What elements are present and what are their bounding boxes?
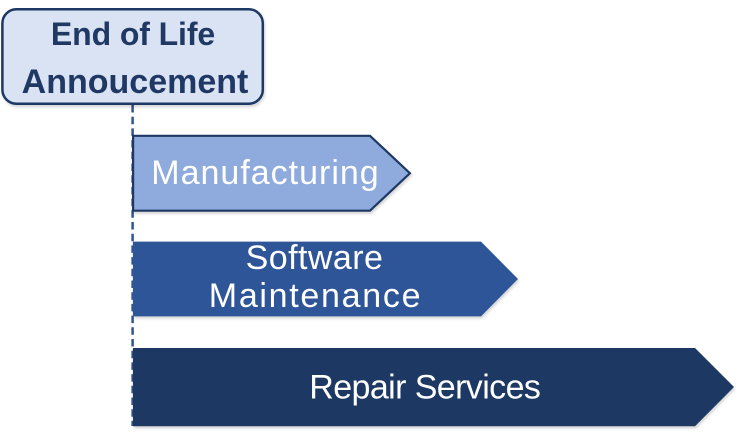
- svg-text:End of Life: End of Life: [51, 16, 215, 52]
- svg-text:Maintenance: Maintenance: [209, 277, 422, 315]
- svg-text:Repair Services: Repair Services: [309, 369, 540, 407]
- svg-text:Software: Software: [246, 239, 384, 277]
- svg-text:Manufacturing: Manufacturing: [151, 154, 379, 192]
- svg-text:Annoucement: Annoucement: [22, 63, 249, 101]
